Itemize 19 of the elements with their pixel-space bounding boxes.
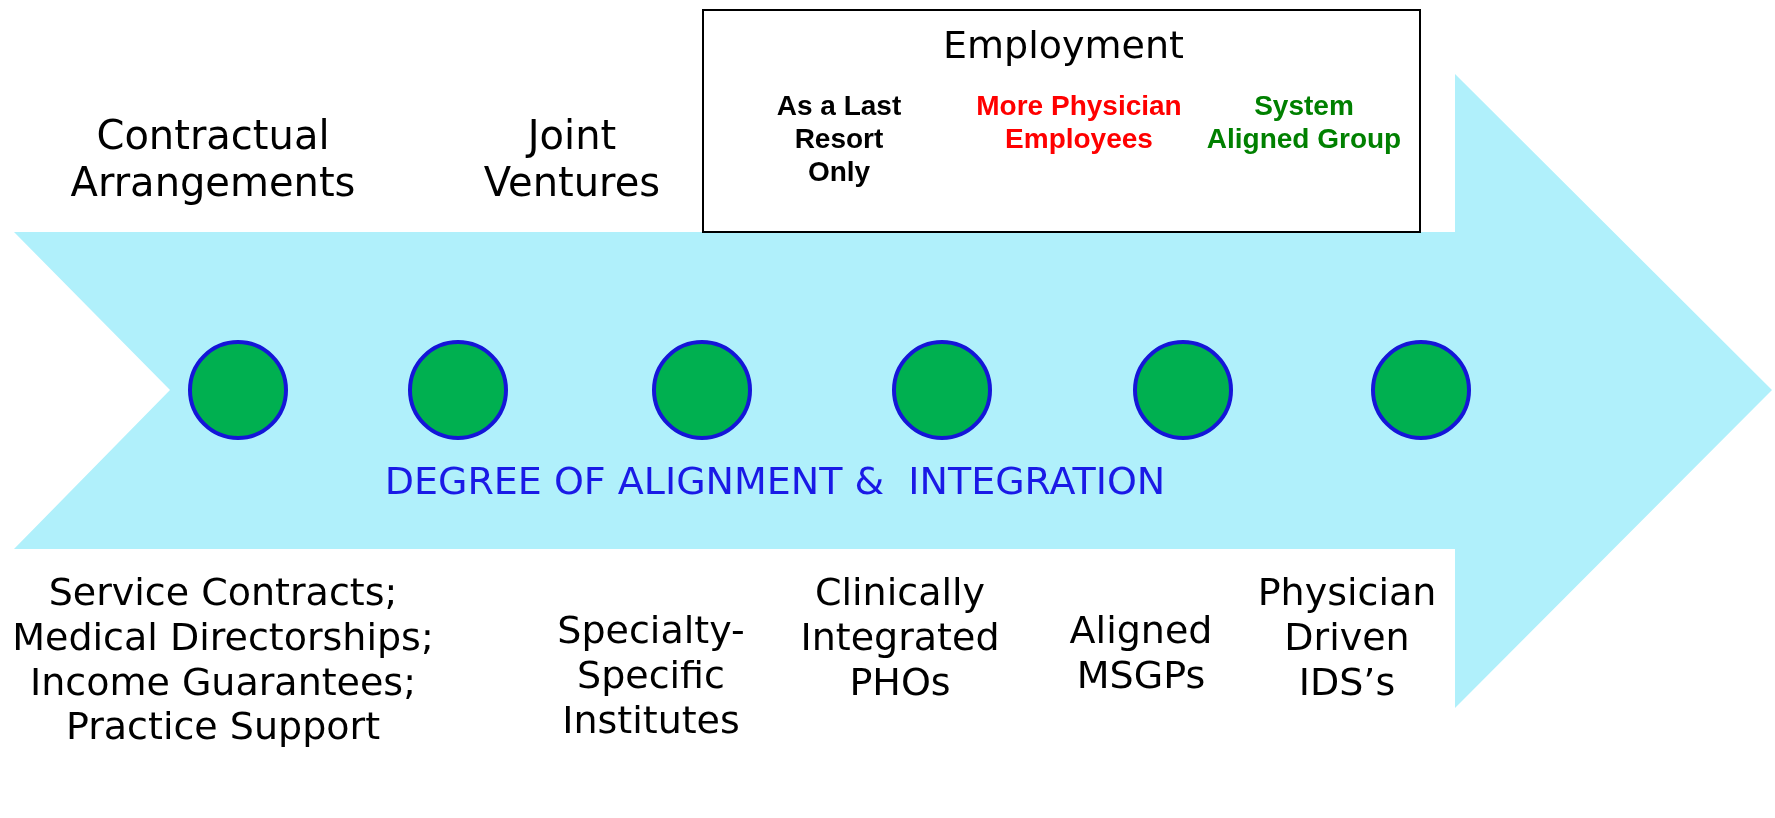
stage-label: Aligned MSGPs <box>1068 608 1214 698</box>
milestone-circle <box>1370 339 1472 441</box>
stage-label: Clinically Integrated PHOs <box>799 570 1001 705</box>
milestone-circle <box>651 339 753 441</box>
employment-option: As a Last Resort Only <box>764 89 914 189</box>
milestone-circle <box>187 339 289 441</box>
stage-label: Specialty-Specific Institutes <box>556 608 746 743</box>
milestone-circle <box>891 339 993 441</box>
stage-label: Physician Driven IDS’s <box>1256 570 1438 705</box>
stage-label: Contractual Arrangements <box>69 112 357 207</box>
stage-label: Joint Ventures <box>482 112 662 207</box>
stage-label: Service Contracts; Medical Directorships; Income Guarantees; Practice Support <box>11 570 435 750</box>
milestone-circle <box>407 339 509 441</box>
milestone-circle <box>1132 339 1234 441</box>
axis-title: DEGREE OF ALIGNMENT & INTEGRATION <box>383 459 1167 504</box>
box-heading: Employment <box>942 23 1185 68</box>
employment-option: More Physician Employees <box>954 89 1204 156</box>
employment-box <box>702 9 1421 233</box>
employment-option: System Aligned Group <box>1204 89 1404 156</box>
